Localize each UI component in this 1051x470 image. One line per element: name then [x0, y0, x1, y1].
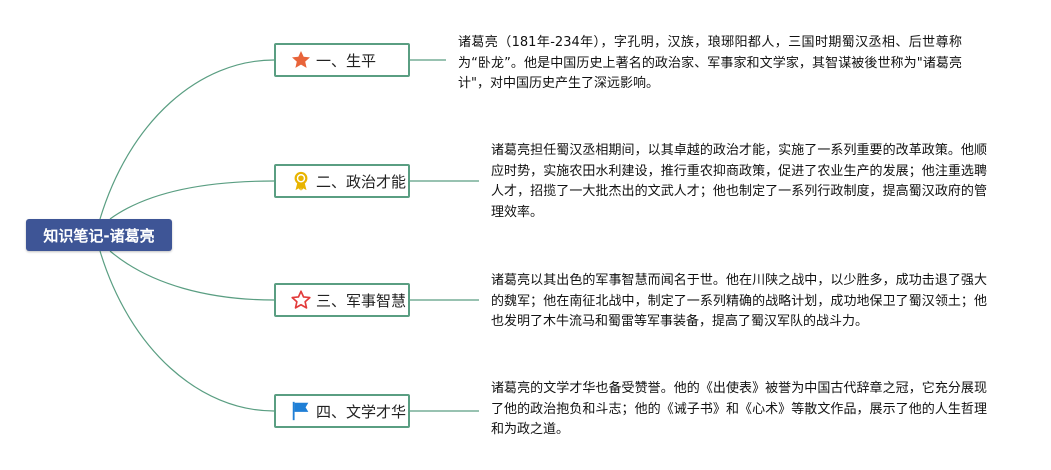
root-topic-label: 知识笔记-诸葛亮: [43, 226, 155, 245]
star-outline-icon: [290, 289, 312, 311]
root-to-branch-2-connector: [109, 180, 275, 220]
politics-text: 诸葛亮担任蜀汉丞相期间，以其卓越的政治才能，实施了一系列重要的改革政策。他顺应时…: [491, 143, 987, 220]
branch-literature[interactable]: 四、文学才华: [274, 394, 410, 428]
branch-military[interactable]: 三、军事智慧: [274, 283, 410, 317]
branch-politics-label: 二、政治才能: [316, 172, 407, 191]
flag-icon: [290, 400, 312, 422]
branch-literature-label: 四、文学才华: [316, 402, 407, 421]
branch-military-label: 三、军事智慧: [316, 291, 407, 310]
root-to-branch-4-connector: [99, 250, 275, 412]
branch-politics[interactable]: 二、政治才能: [274, 164, 410, 198]
branch-biography-label: 一、生平: [316, 51, 377, 70]
star-filled-icon: [290, 49, 312, 71]
branch-biography[interactable]: 一、生平: [274, 43, 410, 77]
literature-text: 诸葛亮的文学才华也备受赞誉。他的《出使表》被誉为中国古代辞章之冠，它充分展现了他…: [491, 381, 987, 437]
award-ribbon-icon: [290, 170, 312, 192]
biography-text: 诸葛亮（181年-234年），字孔明，汉族，琅琊阳都人，三国时期蜀汉丞相、后世尊…: [458, 35, 962, 91]
root-to-branch-1-connector: [99, 59, 275, 220]
root-topic[interactable]: 知识笔记-诸葛亮: [26, 219, 172, 251]
root-to-branch-3-connector: [109, 250, 275, 301]
military-text: 诸葛亮以其出色的军事智慧而闻名于世。他在川陕之战中，以少胜多，成功击退了强大的魏…: [491, 273, 987, 329]
